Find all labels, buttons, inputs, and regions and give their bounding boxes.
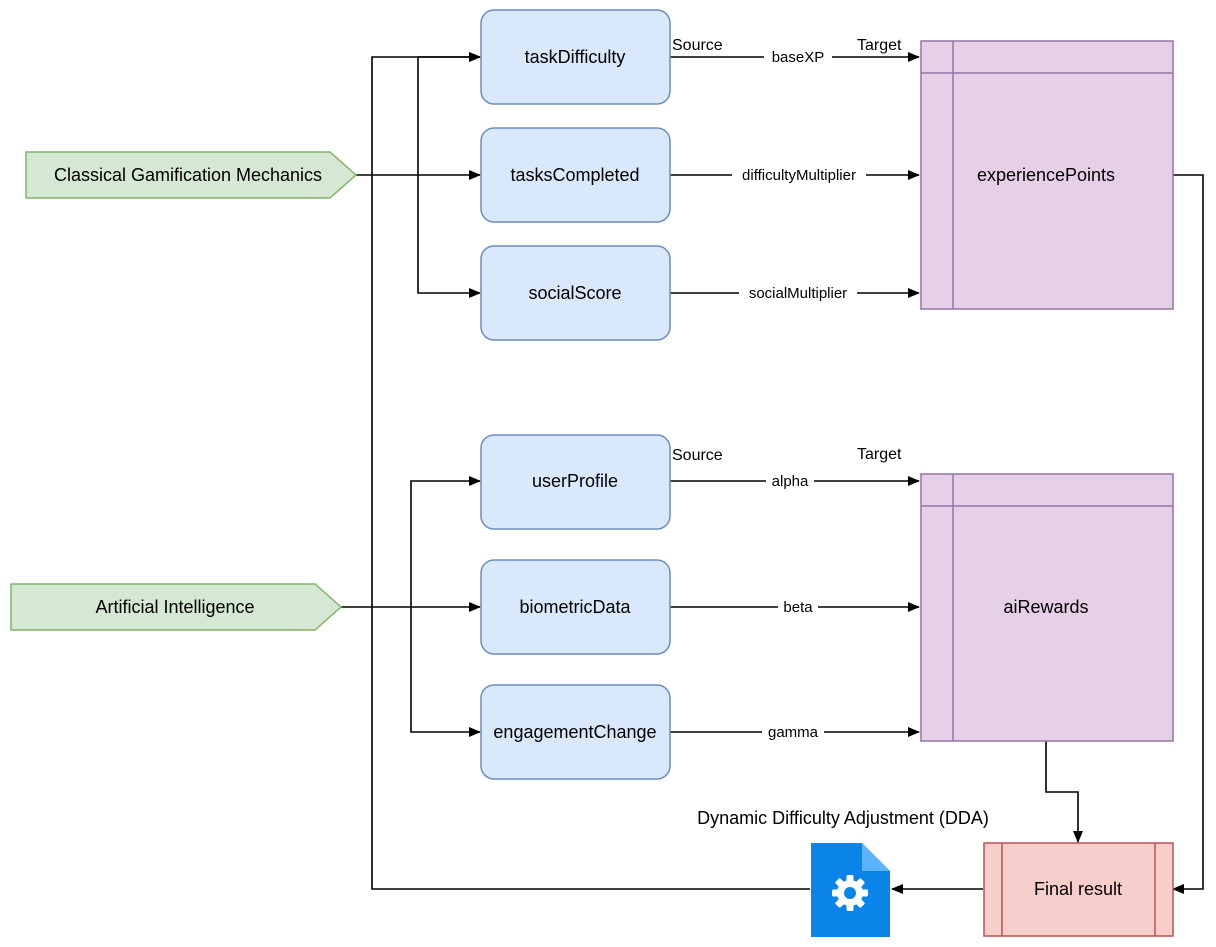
edge-ai-engagement-change — [410, 607, 481, 737]
edge-label-bg — [732, 166, 866, 184]
output-experience-points[interactable]: experiencePoints — [920, 40, 1174, 310]
target-label-bottom: Target — [857, 446, 902, 463]
edge-label-difficulty-multiplier: difficultyMultiplier — [742, 167, 856, 184]
settings-document-icon[interactable] — [811, 843, 890, 937]
edge-experience-to-final — [1172, 174, 1204, 894]
gamification-label: Classical Gamification Mechanics — [54, 165, 322, 185]
final-result[interactable]: Final result — [983, 842, 1174, 937]
user-profile-label: userProfile — [532, 471, 618, 491]
social-score-label: socialScore — [528, 283, 621, 303]
edge-ai-rewards-to-final — [1045, 741, 1083, 843]
task-difficulty-label: taskDifficulty — [525, 47, 626, 67]
edge-label-alpha: alpha — [772, 473, 809, 490]
edge-label-bg — [778, 598, 818, 616]
source-label-bottom: Source — [672, 447, 723, 464]
edge-dda-feedback-loop — [371, 52, 810, 890]
gamification-shape — [25, 151, 358, 199]
edge-label-beta: beta — [783, 599, 813, 616]
ai-rewards-box — [920, 473, 1174, 742]
input-biometric-data[interactable]: biometricData — [480, 559, 671, 655]
ai-shape — [10, 583, 343, 631]
engagement-change-box — [480, 684, 671, 780]
edge-label-bg — [764, 48, 832, 66]
edge-ai-user-profile — [410, 476, 481, 607]
document-fold — [862, 843, 890, 871]
edge-label-gamma: gamma — [768, 724, 819, 741]
target-label-top: Target — [857, 37, 902, 54]
ai-label: Artificial Intelligence — [95, 597, 254, 617]
engagement-change-label: engagementChange — [493, 722, 656, 742]
source-gamification[interactable]: Classical Gamification Mechanics — [25, 151, 358, 199]
output-ai-rewards[interactable]: aiRewards — [920, 473, 1174, 742]
final-result-box — [983, 842, 1174, 937]
input-user-profile[interactable]: userProfile — [480, 434, 671, 530]
edge-label-base-xp: baseXP — [772, 49, 825, 66]
experience-points-label: experiencePoints — [977, 165, 1115, 185]
source-artificial-intelligence[interactable]: Artificial Intelligence — [10, 583, 343, 631]
tasks-completed-label: tasksCompleted — [510, 165, 639, 185]
edge-labels: baseXP difficultyMultiplier socialMultip… — [732, 48, 866, 741]
final-result-label: Final result — [1034, 879, 1122, 899]
social-score-box — [480, 245, 671, 341]
edge-gamification-task-difficulty — [417, 52, 481, 175]
dda-label: Dynamic Difficulty Adjustment (DDA) — [697, 808, 989, 828]
biometric-data-label: biometricData — [519, 597, 631, 617]
input-engagement-change[interactable]: engagementChange — [480, 684, 671, 780]
edge-label-bg — [739, 284, 857, 302]
group-labels: Source Target Source Target — [672, 37, 902, 464]
edge-gamification-social-score — [417, 175, 481, 298]
user-profile-box — [480, 434, 671, 530]
input-tasks-completed[interactable]: tasksCompleted — [480, 127, 671, 223]
input-task-difficulty[interactable]: taskDifficulty — [480, 9, 671, 105]
gear-icon — [832, 875, 868, 911]
input-social-score[interactable]: socialScore — [480, 245, 671, 341]
edge-label-social-multiplier: socialMultiplier — [749, 285, 847, 302]
edge-label-bg — [762, 723, 824, 741]
biometric-data-box — [480, 559, 671, 655]
task-difficulty-box — [480, 9, 671, 105]
edge-label-bg — [766, 472, 814, 490]
tasks-completed-box — [480, 127, 671, 223]
experience-points-box — [920, 40, 1174, 310]
source-label-top: Source — [672, 37, 723, 54]
ai-rewards-label: aiRewards — [1003, 597, 1088, 617]
